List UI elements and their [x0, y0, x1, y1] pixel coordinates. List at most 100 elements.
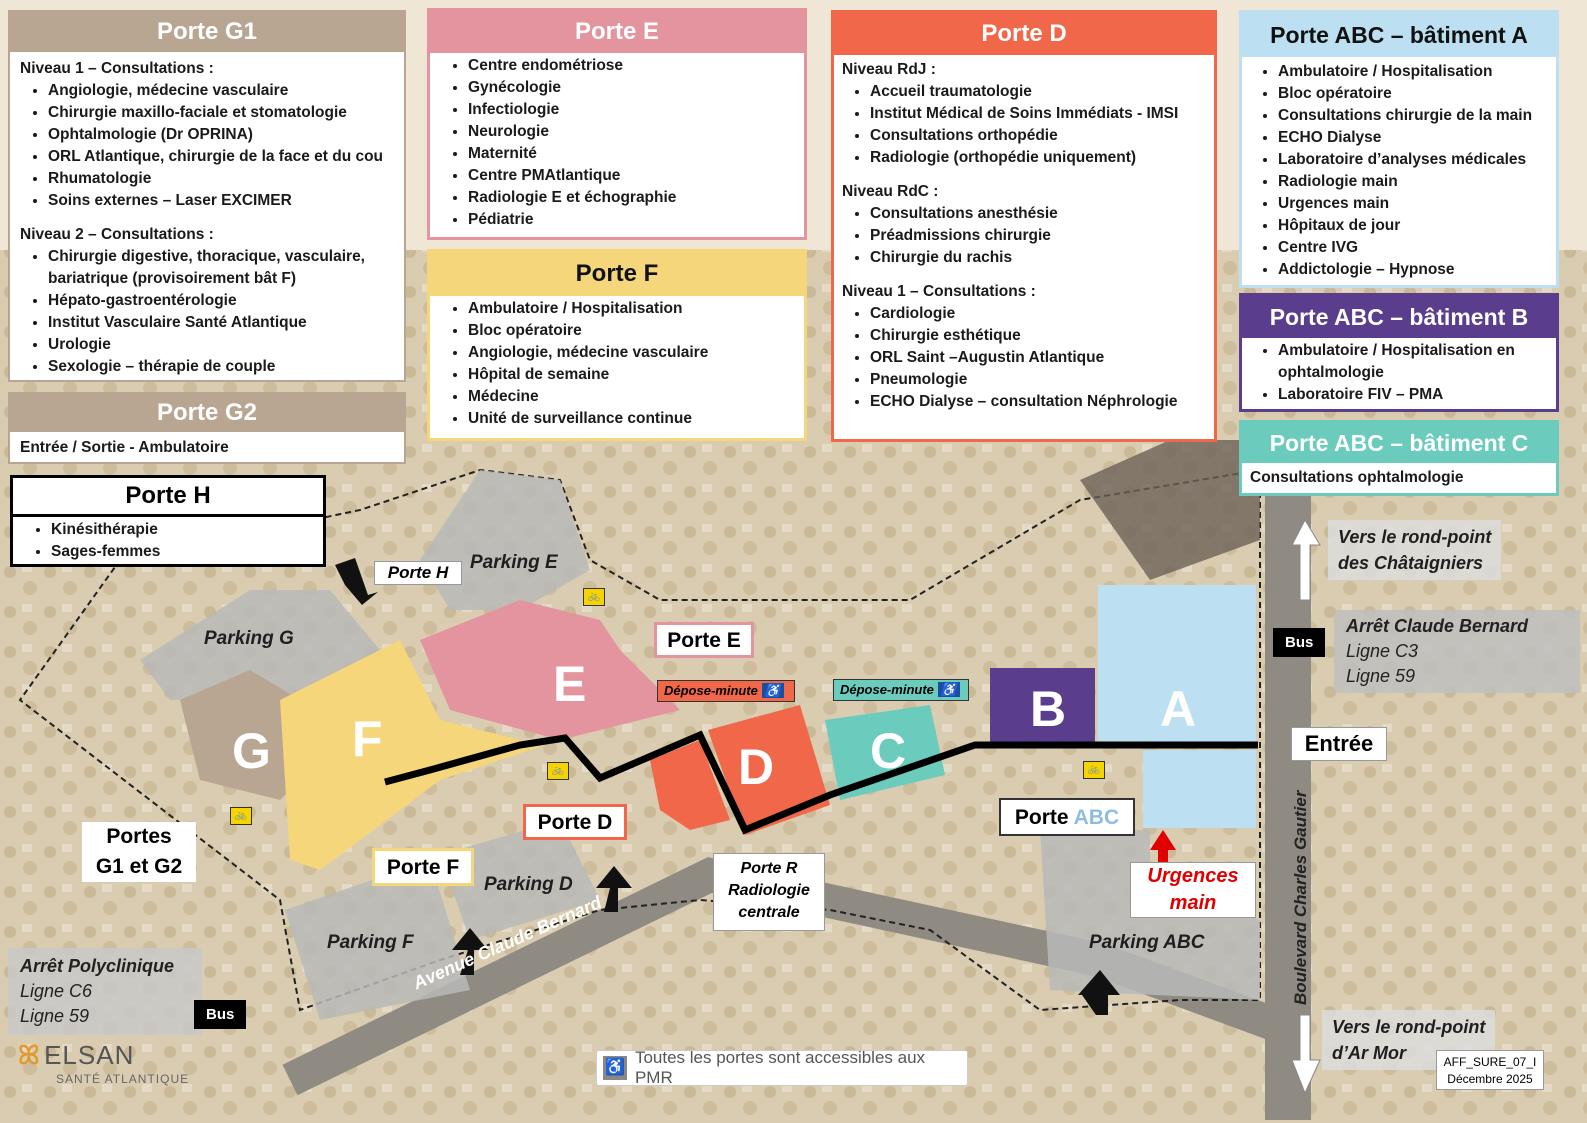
list-item: Médecine: [468, 386, 794, 408]
door-h-label: Porte H: [374, 561, 462, 585]
list-item: Rhumatologie: [48, 168, 394, 190]
panel-porte-d: Porte D Niveau RdJ : Accueil traumatolog…: [831, 10, 1217, 442]
bus-line: Ligne 59: [1346, 666, 1416, 686]
parking-g-area: [140, 590, 380, 700]
list-item: Préadmissions chirurgie: [870, 225, 1206, 247]
section-heading: Niveau 1 – Consultations :: [842, 283, 1036, 300]
bike-parking-icon: 🚲: [1083, 761, 1105, 779]
panel-porte-h: Porte H Kinésithérapie Sages-femmes: [10, 475, 326, 567]
building-b-shape: [990, 668, 1095, 746]
panel-porte-g1: Porte G1 Niveau 1 – Consultations : Angi…: [8, 10, 406, 382]
building-f-label: F: [352, 711, 383, 767]
depose-minute-text: Dépose-minute: [664, 683, 758, 698]
list-item: Accueil traumatologie: [870, 81, 1206, 103]
direction-south-label: Vers le rond-point d’Ar Mor: [1322, 1010, 1496, 1070]
list-item: Sages-femmes: [51, 541, 313, 563]
building-c-label: C: [870, 723, 907, 779]
list-item: Institut Vasculaire Santé Atlantique: [48, 312, 394, 334]
list-item: Ambulatoire / Hospitalisation en ophtalm…: [1278, 340, 1548, 384]
ref-date: Décembre 2025: [1447, 1072, 1533, 1086]
panel-title: Porte G2: [10, 394, 404, 432]
list-item: Neurologie: [468, 121, 794, 143]
building-g-shape: [180, 670, 310, 800]
arrow-d-parking-icon: [596, 866, 632, 912]
parking-g-label: Parking G: [204, 628, 294, 649]
list-item: Chirurgie digestive, thoracique, vascula…: [48, 246, 394, 290]
parking-f-area: [285, 860, 470, 1020]
panel-porte-abc-b: Porte ABC – bâtiment B Ambulatoire / Hos…: [1239, 293, 1559, 412]
bus-stop-claude-bernard: Arrêt Claude Bernard Ligne C3 Ligne 59: [1334, 610, 1580, 693]
document-ref: AFF_SURE_07_I Décembre 2025: [1436, 1050, 1544, 1090]
pmr-text: Toutes les portes sont accessibles aux P…: [634, 1048, 926, 1087]
bike-parking-icon: 🚲: [583, 588, 605, 606]
list-item: Centre IVG: [1278, 237, 1548, 259]
list-item: Maternité: [468, 143, 794, 165]
list-item: Consultations chirurgie de la main: [1278, 105, 1548, 127]
building-d-label: D: [738, 739, 775, 795]
list-item: Radiologie E et échographie: [468, 187, 794, 209]
door-abc-suffix: ABC: [1073, 806, 1120, 829]
list-item: Hôpitaux de jour: [1278, 215, 1548, 237]
panel-porte-abc-a: Porte ABC – bâtiment A Ambulatoire / Hos…: [1239, 10, 1559, 288]
list-item: ECHO Dialyse: [1278, 127, 1548, 149]
panel-title: Porte ABC – bâtiment B: [1242, 296, 1556, 338]
building-d-small-shape: [650, 740, 730, 830]
panel-text: Consultations ophtalmologie: [1250, 469, 1464, 486]
entree-label: Entrée: [1291, 727, 1387, 761]
list-item: ORL Saint –Augustin Atlantique: [870, 347, 1206, 369]
urgences-arrow-icon: [1150, 830, 1176, 865]
list-item: Chirurgie maxillo-faciale et stomatologi…: [48, 102, 394, 124]
building-e-label: E: [553, 656, 587, 712]
site-boundary: [18, 468, 1261, 1012]
list-item: Ophtalmologie (Dr OPRINA): [48, 124, 394, 146]
list-item: Pédiatrie: [468, 209, 794, 231]
section-heading: Niveau RdC :: [842, 183, 939, 200]
bus-stop-name: Arrêt Polyclinique: [20, 956, 175, 976]
bus-line: Ligne 59: [20, 1006, 90, 1026]
depose-minute-text: Dépose-minute: [840, 682, 934, 697]
panel-text: Entrée / Sortie - Ambulatoire: [20, 439, 229, 456]
urgences-main-label: Urgences main: [1130, 862, 1256, 918]
list-item: ECHO Dialyse – consultation Néphrologie: [870, 391, 1206, 413]
bus-stop-icon: Bus: [1273, 628, 1326, 657]
section-heading: Niveau 1 – Consultations :: [20, 60, 214, 77]
panel-porte-abc-c: Porte ABC – bâtiment C Consultations oph…: [1239, 420, 1559, 496]
list-item: Bloc opératoire: [468, 320, 794, 342]
corridor-path: [384, 730, 1258, 835]
list-item: Centre endométriose: [468, 55, 794, 77]
logo-text: ELSAN: [44, 1040, 135, 1070]
panel-title: Porte D: [834, 13, 1214, 55]
list-item: Soins externes – Laser EXCIMER: [48, 190, 394, 212]
panel-title: Porte H: [13, 478, 323, 517]
pmr-note: ♿ Toutes les portes sont accessibles aux…: [596, 1048, 968, 1087]
building-a-annex-shape: [1143, 750, 1256, 828]
parking-e-label: Parking E: [470, 552, 558, 573]
wheelchair-icon: ♿: [937, 682, 960, 697]
door-e-label: Porte E: [654, 622, 754, 658]
list-item: Consultations orthopédie: [870, 125, 1206, 147]
parking-abc-label: Parking ABC: [1089, 932, 1205, 953]
list-item: Consultations anesthésie: [870, 203, 1206, 225]
panel-porte-e: Porte E Centre endométriose Gynécologie …: [427, 8, 807, 240]
building-a-label: A: [1160, 681, 1197, 737]
section-heading: Niveau 2 – Consultations :: [20, 226, 214, 243]
list-item: Urologie: [48, 334, 394, 356]
door-abc-label: Porte ABC: [999, 798, 1135, 836]
list-item: Bloc opératoire: [1278, 83, 1548, 105]
parking-f-label: Parking F: [327, 932, 414, 953]
list-item: Chirurgie du rachis: [870, 247, 1206, 269]
boulevard-label: Boulevard Charles Gautier: [1291, 790, 1310, 1005]
list-item: Angiologie, médecine vasculaire: [468, 342, 794, 364]
building-c-shape: [825, 705, 945, 800]
building-a-shape: [1098, 585, 1256, 745]
list-item: Kinésithérapie: [51, 519, 313, 541]
list-item: Laboratoire FIV – PMA: [1278, 384, 1548, 406]
bus-line: Ligne C6: [20, 981, 93, 1001]
door-r-label: Porte R Radiologie centrale: [713, 853, 825, 931]
bus-stop-name: Arrêt Claude Bernard: [1346, 616, 1529, 636]
building-e-shape: [420, 600, 680, 740]
parking-e-area: [420, 470, 590, 610]
panel-title: Porte ABC – bâtiment A: [1242, 13, 1556, 57]
list-item: Hépato-gastroentérologie: [48, 290, 394, 312]
list-item: Centre PMAtlantique: [468, 165, 794, 187]
